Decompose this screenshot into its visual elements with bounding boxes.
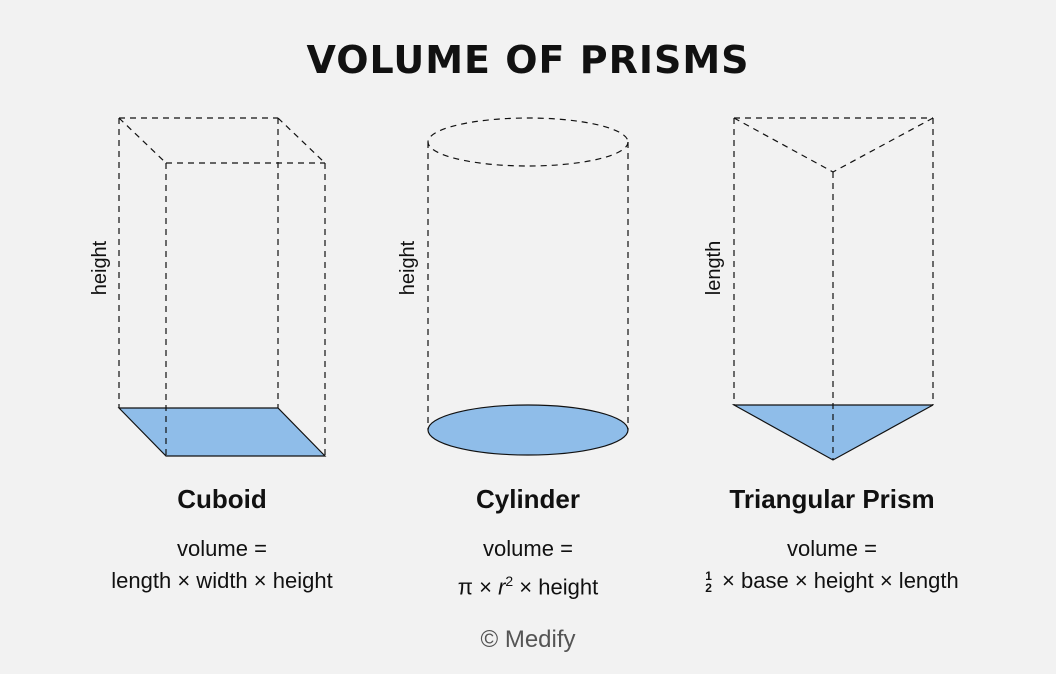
cuboid-formula-line1: volume = (177, 536, 267, 561)
page-title: VOLUME OF PRISMS (306, 38, 750, 82)
cylinder-formula-line1: volume = (483, 536, 573, 561)
fraction-numerator: 1 (705, 569, 712, 584)
fraction-denominator: 2 (705, 581, 712, 596)
cuboid-base (117, 407, 327, 457)
cylinder-formula: volume = π × r2 × height (358, 533, 698, 603)
radius-symbol: r (498, 574, 506, 600)
triangular-prism-diagram (731, 117, 934, 461)
cylinder-diagram (427, 117, 629, 456)
cuboid-formula: volume = length × width × height (52, 533, 392, 597)
cuboid-height-label: height (89, 240, 111, 295)
cylinder-name: Cylinder (475, 484, 581, 514)
pi-symbol: π × (457, 574, 499, 600)
cylinder-height-label: height (397, 240, 419, 295)
triangular-prism-formula-line1: volume = (787, 536, 877, 561)
squared-symbol: 2 (505, 573, 514, 589)
cylinder-base (427, 404, 629, 456)
triangular-prism-name: Triangular Prism (729, 484, 935, 514)
cuboid-diagram (117, 117, 327, 457)
triangular-prism-formula-rest: × base × height × length (715, 568, 959, 593)
cuboid-name: Cuboid (177, 484, 267, 514)
cylinder-formula-line2: π × r2 × height (358, 565, 698, 603)
cylinder-top (427, 117, 629, 167)
cuboid-formula-line2: length × width × height (111, 568, 333, 593)
cylinder-formula-rest: × height (513, 574, 599, 600)
triangular-prism-length-label: length (703, 241, 725, 296)
copyright-notice: © Medify (480, 626, 576, 653)
